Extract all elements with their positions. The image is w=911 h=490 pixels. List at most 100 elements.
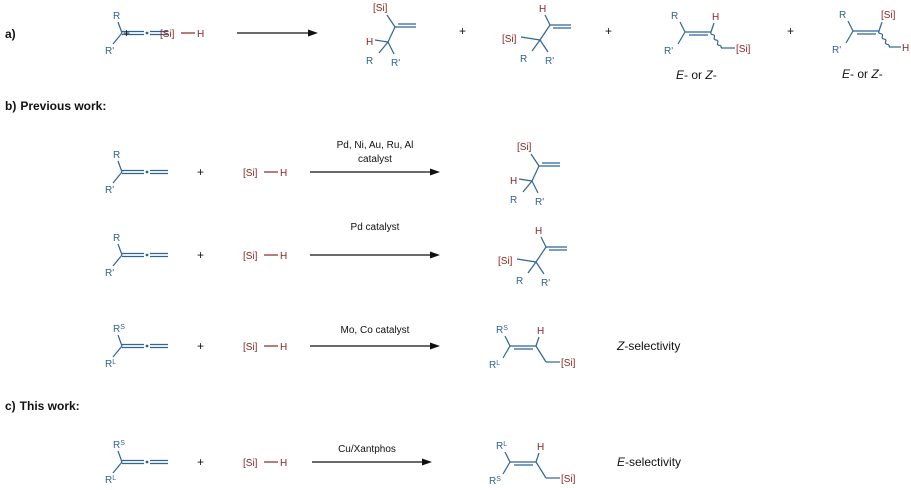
bond: [117, 334, 123, 347]
isomer-z: Z: [870, 67, 879, 81]
bond: [112, 254, 123, 267]
isomer-dash: -: [713, 68, 717, 82]
catalyst-condition: Mo, Co catalyst: [341, 325, 410, 336]
hydrosilane: [Si]H: [243, 458, 287, 469]
substituent-bottom: RL: [105, 359, 116, 371]
r-superscript: S: [120, 324, 125, 331]
substituent-R-prime: R': [545, 56, 554, 67]
bond: [387, 41, 395, 55]
reaction-arrow: [310, 251, 440, 259]
selectivity-label: E-selectivity: [617, 455, 681, 469]
plus-sign: +: [197, 339, 204, 353]
r-superscript: L: [112, 359, 116, 366]
silicon-label: [Si]: [502, 34, 517, 45]
bond: [535, 345, 547, 363]
bond: [679, 21, 686, 33]
bond: [540, 236, 547, 248]
hydrogen-label: H: [366, 37, 373, 48]
silicon-label: [Si]: [243, 251, 258, 262]
plus-sign: +: [605, 24, 612, 38]
product-linear-allylsilane: RR'H[Si]: [664, 11, 751, 57]
bond: [117, 160, 123, 173]
substituent-bottom: R': [664, 46, 673, 57]
bond: [516, 258, 537, 263]
allene-substrate: RR': [105, 233, 168, 279]
r-superscript: S: [120, 440, 125, 447]
silicon-label: [Si]: [736, 44, 751, 55]
bond: [504, 451, 511, 463]
bond: [847, 20, 854, 32]
hydrogen-label: H: [535, 226, 542, 237]
hydrogen-label: H: [510, 176, 517, 187]
r-superscript: L: [112, 475, 116, 482]
central-carbon-dot: [145, 31, 149, 35]
hydrogen-label: H: [197, 29, 204, 40]
silicon-label: [Si]: [160, 29, 175, 40]
substituent-top: RL: [496, 441, 507, 453]
central-carbon-dot: [145, 253, 149, 257]
r-superscript: L: [503, 441, 507, 448]
central-carbon-dot: [145, 460, 149, 464]
central-carbon-dot: [145, 170, 149, 174]
silicon-label: [Si]: [243, 342, 258, 353]
substituent-R: R: [366, 56, 373, 67]
bond: [535, 336, 540, 347]
isomer-e: E: [676, 68, 685, 82]
r-symbol: R: [105, 475, 112, 486]
isomer-or: - or: [850, 67, 871, 81]
wavy-bond: [710, 31, 722, 49]
bond: [117, 450, 123, 463]
product-vinylsilane: RR'[Si]H: [832, 10, 909, 56]
r-symbol: R: [496, 325, 503, 336]
bond: [535, 261, 545, 275]
substituent-bottom: R': [105, 268, 114, 279]
reaction-arrow: [310, 342, 440, 350]
bond: [535, 461, 547, 479]
silicon-label: [Si]: [243, 168, 258, 179]
bond: [117, 243, 123, 256]
bond: [539, 39, 549, 53]
bond: [502, 345, 511, 359]
allene-substrate: RR': [105, 150, 168, 196]
hydrogen-label: H: [280, 458, 287, 469]
bond: [112, 345, 123, 358]
arrow-head: [430, 251, 440, 259]
hydrogen-label: H: [537, 442, 544, 453]
hydrogen-label: H: [280, 251, 287, 262]
bond: [112, 32, 123, 45]
hydrogen-label: H: [280, 168, 287, 179]
r-superscript: S: [503, 325, 508, 332]
bond: [878, 21, 883, 32]
arrow-head: [422, 458, 432, 466]
bond: [845, 30, 854, 44]
hydrogen-label: H: [537, 326, 544, 337]
isomer-note: E- or Z-: [842, 67, 883, 81]
bond: [112, 171, 123, 184]
r-symbol: R: [113, 440, 120, 451]
plus-sign: +: [197, 248, 204, 262]
bond: [387, 26, 396, 43]
bond: [378, 41, 389, 54]
substituent-top: R: [671, 11, 678, 22]
allene-substrate: R S RL: [105, 324, 168, 371]
catalyst-condition: Cu/Xantphos: [338, 444, 396, 455]
substituent-R: R: [516, 276, 523, 287]
bond: [531, 180, 539, 194]
bond: [117, 21, 123, 34]
isomer-or: - or: [684, 68, 705, 82]
plus-sign: +: [787, 24, 794, 38]
hydrosilane: [Si]H: [243, 342, 287, 353]
bond: [522, 180, 533, 193]
isomer-z: Z: [704, 68, 713, 82]
hydrosilane: [Si] H: [160, 29, 204, 40]
r-symbol: R: [105, 359, 112, 370]
selectivity-letter: E: [617, 455, 626, 469]
silicon-label: [Si]: [498, 256, 513, 267]
reaction-arrow: [312, 458, 432, 466]
